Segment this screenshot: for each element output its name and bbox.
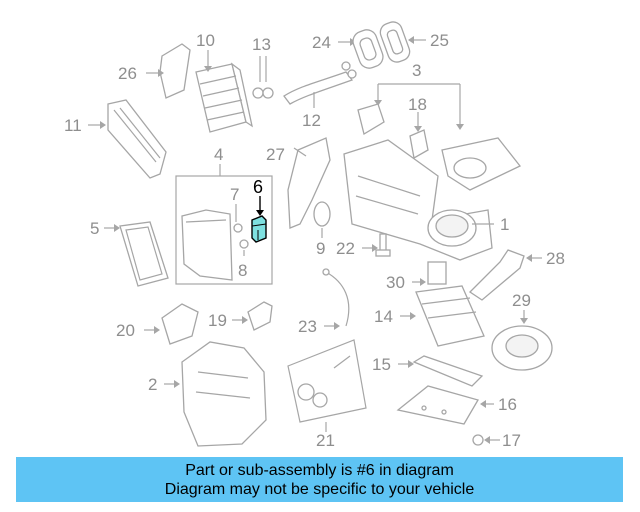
callout-29: 29 [512, 291, 531, 310]
part-3-blower-housing [441, 137, 522, 191]
part-27-bracket [287, 137, 331, 229]
callout-16: 16 [498, 395, 517, 414]
part-21-group [287, 339, 367, 432]
callout-28: 28 [546, 249, 565, 268]
part-16-plate [396, 385, 494, 425]
part-26-bracket [146, 43, 191, 99]
part-30-clip [412, 261, 447, 286]
banner-line-1: Part or sub-assembly is #6 in diagram [185, 461, 454, 479]
callout-7: 7 [230, 185, 239, 204]
part-24-seal [338, 29, 384, 69]
disclaimer-banner: Part or sub-assembly is #6 in diagram Di… [16, 457, 623, 502]
callout-13: 13 [252, 35, 271, 54]
callout-9: 9 [316, 239, 325, 258]
part-23-hose [322, 268, 350, 330]
part-2-lower-housing [164, 341, 267, 447]
callout-10: 10 [196, 31, 215, 50]
callout-20: 20 [116, 321, 135, 340]
callout-3: 3 [412, 61, 421, 80]
part-4-group [175, 164, 273, 285]
callout-21: 21 [316, 431, 335, 450]
callout-25: 25 [430, 31, 449, 50]
part-22-bolt [362, 233, 391, 257]
part-9-grommet [313, 201, 331, 238]
callout-27: 27 [266, 145, 285, 164]
callout-6[interactable]: 6 [253, 177, 263, 197]
callout-15: 15 [372, 355, 391, 374]
part-28-bracket [468, 249, 542, 301]
callout-26: 26 [118, 64, 137, 83]
part-11-heater-core [88, 99, 167, 179]
callout-22: 22 [336, 239, 355, 258]
callout-19: 19 [208, 311, 227, 330]
callout-17: 17 [502, 431, 521, 450]
callout-5: 5 [90, 219, 99, 238]
callout-14: 14 [374, 307, 393, 326]
callout-18: 18 [408, 95, 427, 114]
part-15-seal [398, 355, 484, 387]
callout-23: 23 [298, 317, 317, 336]
part-25-seal [379, 21, 426, 63]
part-20-actuator [144, 303, 199, 345]
callout-2: 2 [148, 375, 157, 394]
part-17-screw [472, 434, 500, 446]
part-12-ac-lines [283, 61, 357, 108]
callout-4: 4 [214, 145, 223, 164]
part-10-filter [195, 50, 253, 133]
part-6-highlighted[interactable] [251, 196, 267, 243]
part-1-hvac-housing [343, 139, 494, 261]
callout-24: 24 [312, 33, 331, 52]
part-14-filter [400, 285, 485, 347]
callout-30: 30 [386, 273, 405, 292]
part-13-fittings [252, 56, 274, 99]
parts-diagram: 1 2 3 4 5 6 7 8 9 10 11 12 13 14 15 16 1… [64, 21, 565, 450]
callout-8: 8 [238, 261, 247, 280]
callout-12: 12 [302, 111, 321, 130]
callout-1: 1 [500, 215, 509, 234]
banner-line-2: Diagram may not be specific to your vehi… [164, 480, 475, 498]
callout-11: 11 [64, 116, 82, 135]
part-19-actuator [232, 301, 273, 331]
part-29-blower-motor [491, 310, 553, 371]
part-18-actuator [409, 112, 429, 160]
part-5-filter [104, 221, 169, 287]
part-3-group [357, 83, 464, 136]
